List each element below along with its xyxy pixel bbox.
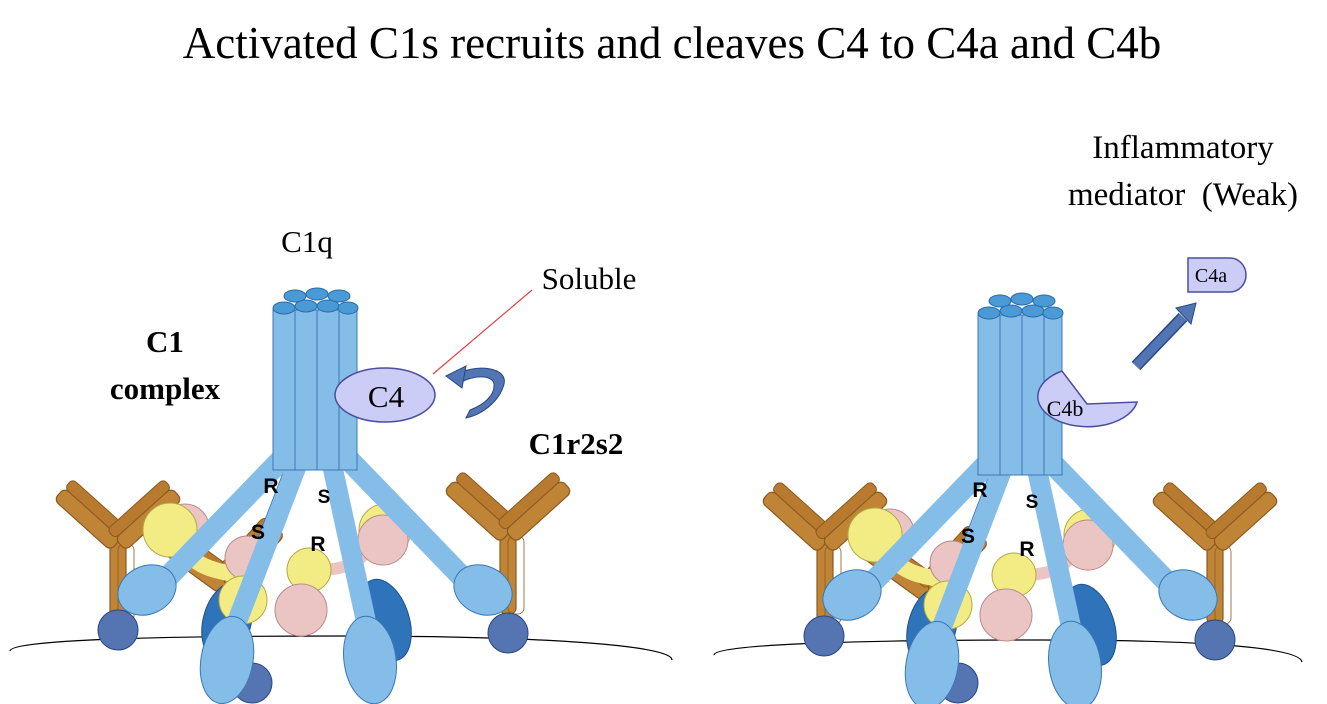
right-panel: R S S R C4b C4a Inflammatory mediator (W…	[713, 130, 1303, 704]
c4a-fragment	[1187, 257, 1247, 293]
inflammatory-label-line1: Inflammatory	[1092, 130, 1274, 166]
c4a-label: C4a	[1195, 265, 1227, 287]
r-letter: R	[310, 533, 325, 556]
s-letter: S	[251, 521, 265, 544]
r-letter: R	[1019, 538, 1034, 561]
membrane-dot	[487, 612, 529, 654]
right-membrane	[713, 639, 1303, 663]
c1q-label: C1q	[281, 224, 333, 259]
curved-arrow	[451, 367, 505, 419]
diagram-title: Activated C1s recruits and cleaves C4 to…	[183, 18, 1162, 68]
curved-arrow-head	[445, 365, 467, 389]
membrane-dot	[1194, 619, 1236, 661]
c1-complex-label-line2: complex	[110, 371, 221, 406]
soluble-label: Soluble	[542, 261, 637, 296]
s-letter: S	[961, 525, 975, 548]
c4-molecule	[334, 367, 436, 423]
release-arrow	[1131, 302, 1197, 371]
r-letter: R	[263, 475, 278, 498]
membrane-dot	[803, 615, 845, 657]
c4b-fragment	[1037, 370, 1139, 428]
c1r2s2-label: C1r2s2	[529, 426, 624, 461]
s-letter: S	[318, 487, 331, 508]
r-letter: R	[972, 479, 987, 502]
c4-label: C4	[368, 379, 405, 414]
left-membrane	[9, 635, 673, 661]
c4b-label: C4b	[1047, 396, 1084, 421]
membrane-dot	[97, 609, 139, 651]
s-letter: S	[1026, 492, 1039, 513]
inflammatory-label-line2: mediator (Weak)	[1068, 177, 1298, 213]
c1-complex-label-line1: C1	[146, 324, 184, 359]
left-panel: R S S R C1q C1 complex Soluble C4 C1r2s2	[9, 224, 673, 704]
soluble-leader-line	[432, 289, 533, 375]
